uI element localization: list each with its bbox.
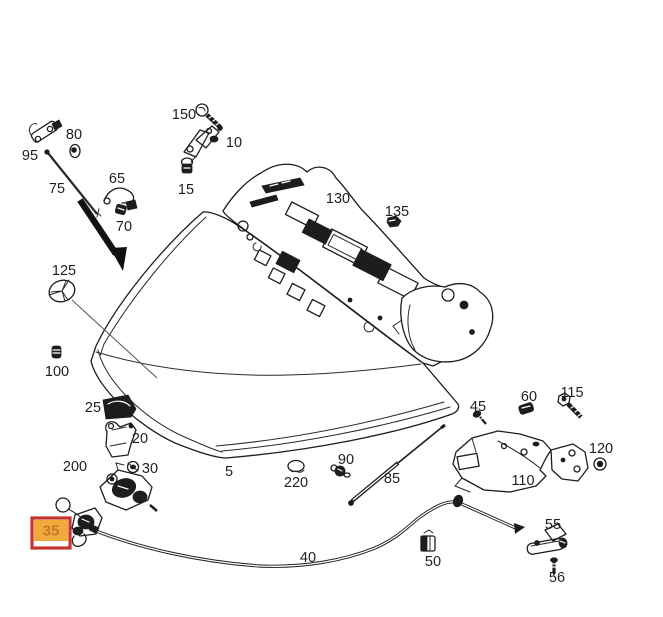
highlight-box-border <box>30 516 72 550</box>
part-label-135[interactable]: 135 <box>385 204 409 220</box>
part-label-110[interactable]: 110 <box>511 473 534 489</box>
part-100-drawing <box>51 345 62 359</box>
part-label-125[interactable]: 125 <box>52 263 76 279</box>
part-90-drawing <box>330 464 351 478</box>
part-label-220[interactable]: 220 <box>284 475 308 491</box>
pointer-arrow-icon <box>77 198 127 271</box>
part-label-35-highlighted: 35 <box>43 522 60 539</box>
part-label-40[interactable]: 40 <box>300 550 316 566</box>
part-56-drawing <box>550 557 558 576</box>
part-15-drawing <box>180 157 194 174</box>
part-60-drawing <box>518 402 534 415</box>
part-label-55[interactable]: 55 <box>545 517 561 533</box>
part-70-drawing <box>114 203 127 216</box>
part-label-45[interactable]: 45 <box>470 399 486 415</box>
part-label-50[interactable]: 50 <box>425 554 441 570</box>
part-label-130[interactable]: 130 <box>326 191 350 207</box>
part-label-95[interactable]: 95 <box>22 148 38 164</box>
part-85-strut-drawing <box>348 423 446 506</box>
part-label-100[interactable]: 100 <box>45 364 69 380</box>
part-label-25[interactable]: 25 <box>85 400 101 416</box>
part-label-80[interactable]: 80 <box>66 127 82 143</box>
part-65-drawing <box>103 187 138 211</box>
part-50-drawing <box>420 529 436 552</box>
part-label-15[interactable]: 15 <box>178 182 194 198</box>
part-label-5[interactable]: 5 <box>225 464 233 480</box>
part-25-drawing <box>102 394 137 420</box>
part-label-20[interactable]: 20 <box>132 431 148 447</box>
prop-rod-drawing <box>44 149 102 218</box>
part-label-115[interactable]: 115 <box>560 385 583 401</box>
part-20-drawing <box>105 421 137 458</box>
part-label-70[interactable]: 70 <box>116 219 132 235</box>
part-label-10[interactable]: 10 <box>226 135 242 151</box>
part-label-200[interactable]: 200 <box>63 459 87 475</box>
part-150-drawing <box>195 103 223 131</box>
part-200-lock-drawing <box>99 462 158 512</box>
part-label-65[interactable]: 65 <box>109 171 125 187</box>
part-45-drawing <box>472 410 487 425</box>
part-label-75[interactable]: 75 <box>49 181 65 197</box>
inner-panel-drawing <box>222 163 494 367</box>
part-80-drawing <box>69 143 81 159</box>
part-125-star-emblem <box>48 279 158 379</box>
highlight-box-fill <box>34 520 68 541</box>
part-30-drawing <box>126 460 140 474</box>
part-135-drawing <box>386 215 402 228</box>
highlighted-part-callout-35[interactable]: 35 <box>30 516 72 550</box>
part-40-cable-drawing <box>88 494 525 568</box>
part-95-drawing <box>28 119 63 143</box>
part-label-85[interactable]: 85 <box>384 471 400 487</box>
part-115-drawing <box>557 392 583 419</box>
part-10-drawing <box>183 125 220 163</box>
part-label-30[interactable]: 30 <box>142 461 158 477</box>
part-35-lock-drawing <box>55 497 103 548</box>
part-label-90[interactable]: 90 <box>338 452 354 468</box>
part-label-56[interactable]: 56 <box>549 570 565 586</box>
part-55-handle-drawing <box>526 523 568 555</box>
part-120-drawing <box>593 457 607 471</box>
part-label-120[interactable]: 120 <box>589 441 613 457</box>
part-label-150[interactable]: 150 <box>172 107 196 123</box>
part-110-bracket-drawing <box>452 430 589 493</box>
part-label-60[interactable]: 60 <box>521 389 537 405</box>
part-220-drawing <box>287 459 305 473</box>
